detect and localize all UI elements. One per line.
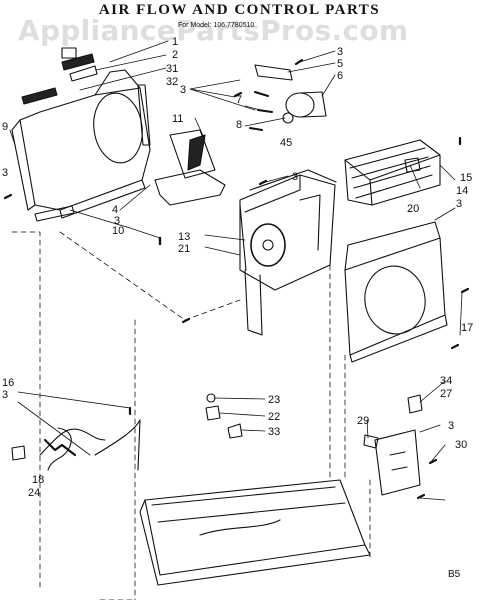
callout-3-e: 3	[292, 171, 298, 183]
callout-20: 3	[456, 198, 462, 210]
callout-21: 21	[178, 243, 190, 255]
baffle-brackets	[154, 129, 226, 206]
callout-3-a: 3	[337, 46, 343, 58]
callout-10: 10	[112, 225, 124, 237]
callout-22: 33	[268, 426, 280, 438]
callout-8: 8	[236, 119, 242, 131]
callout-11: 11	[172, 113, 183, 125]
wiring-harness	[11, 419, 141, 471]
callout-6: 6	[337, 70, 343, 82]
rear-panel	[344, 221, 448, 363]
callout-3-b: 3	[180, 84, 186, 96]
callout-1: 1	[172, 36, 178, 48]
leader-lines	[9, 40, 463, 501]
control-bracket	[363, 394, 423, 496]
front-panel	[11, 69, 151, 219]
callout-2: 2	[172, 49, 178, 61]
callout-29: 3	[448, 420, 454, 432]
page-code: B5	[448, 569, 461, 580]
callout-24: 23	[268, 394, 280, 406]
diagram-title: AIR FLOW AND CONTROL PARTS	[98, 2, 381, 18]
callout-7: 7	[236, 94, 242, 106]
model-number: For Model: 106.7780510	[178, 22, 255, 29]
trim-strips	[21, 53, 151, 222]
callout-9: 9	[2, 121, 8, 133]
callout-3-c: 3	[2, 167, 8, 179]
callout-3-h: 18	[32, 474, 44, 486]
callout-5: 5	[337, 58, 343, 70]
callout-15: 14	[456, 185, 468, 197]
callout-32: 32	[166, 76, 178, 88]
callout-45: 45	[280, 137, 292, 149]
base-pan	[139, 479, 371, 586]
switch-motor-parts	[249, 64, 327, 131]
callout-23: 22	[268, 411, 280, 423]
callout-13: 13	[178, 231, 190, 243]
watermark: AppliancePartsPros.com	[18, 14, 409, 47]
callout-3-f: 15	[460, 172, 472, 184]
knob-part	[61, 47, 77, 59]
callout-16: 3	[2, 389, 8, 401]
fan-shroud	[239, 169, 337, 336]
callout-3-i: 30	[455, 439, 467, 451]
callout-4: 4	[112, 204, 118, 216]
callout-33: 34	[440, 375, 452, 387]
callout-3-d: 3	[114, 215, 120, 227]
callout-27: 29	[357, 415, 369, 427]
callout-labels: 1 2 31 32 3 5 6 3 7 8 45 9 3 11 4 3 10 1…	[2, 36, 473, 499]
callout-18: 24	[28, 487, 40, 499]
assembly-guide-lines	[11, 231, 371, 600]
hardware-small	[205, 393, 243, 439]
callout-34: 27	[440, 388, 452, 400]
callout-17: 16	[2, 377, 14, 389]
heater-coil	[344, 139, 441, 206]
callout-3-g: 17	[461, 322, 473, 334]
callout-14: 20	[407, 203, 419, 215]
callout-31: 31	[166, 63, 178, 75]
